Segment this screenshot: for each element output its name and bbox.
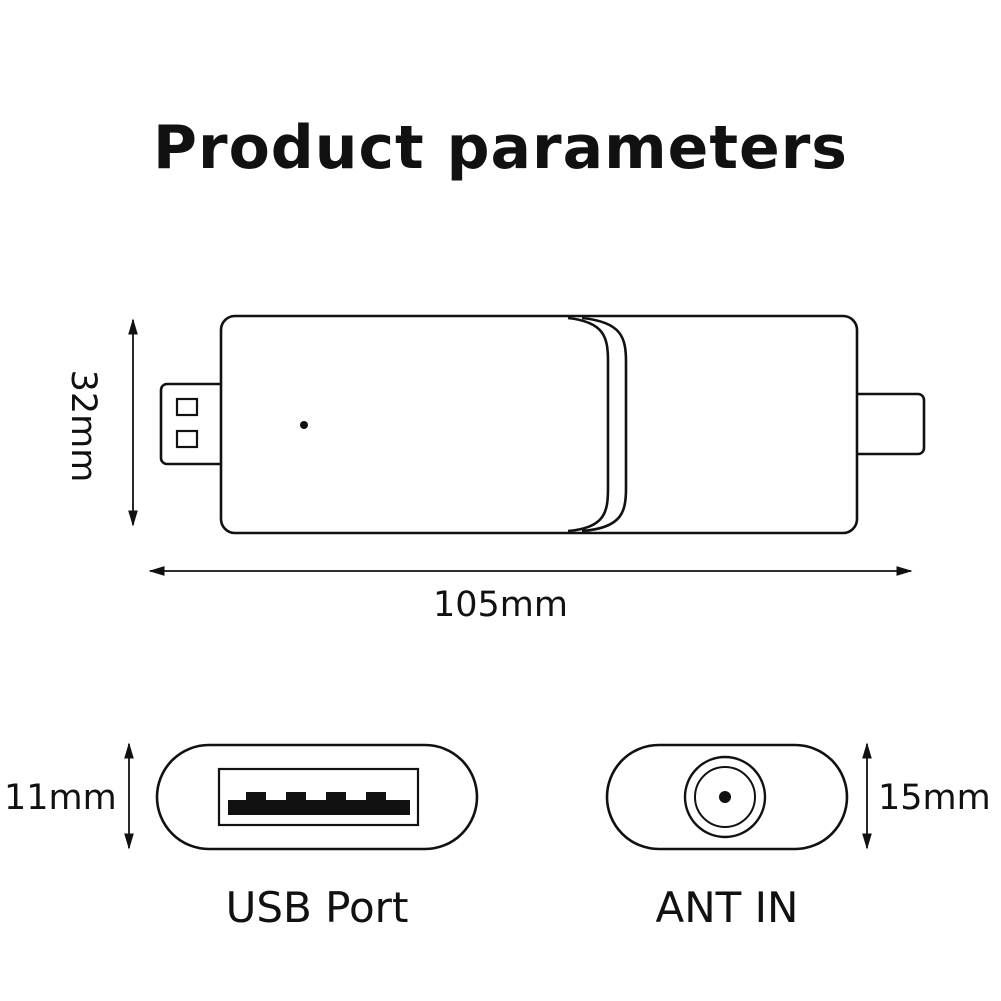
usb-port-outline (155, 743, 479, 851)
coax-inner-ring (694, 766, 756, 828)
ant-in-caption: ANT IN (655, 883, 799, 932)
usb-contact-square (175, 397, 199, 417)
usb-plug (159, 382, 229, 466)
usb-port-caption: USB Port (225, 883, 409, 932)
height-dimension-label: 32mm (63, 369, 103, 483)
usb-contact-square (175, 429, 199, 449)
coax-outer-ring (683, 755, 767, 839)
length-dimension-label: 105mm (433, 585, 568, 625)
ant-height-label: 15mm (878, 778, 991, 818)
coax-center-pin (719, 791, 731, 803)
cap-seam-inner (581, 316, 628, 533)
usb-port-opening (217, 767, 420, 827)
usb-height-label: 11mm (4, 778, 117, 818)
led-indicator-dot (300, 421, 308, 429)
usb-port-view (155, 743, 479, 851)
usb-port-contacts (228, 792, 410, 815)
device-top-view (159, 314, 926, 535)
device-body (219, 314, 859, 535)
cap-seam (567, 316, 610, 533)
page-title: Product parameters (153, 113, 848, 183)
ant-in-view (605, 743, 849, 851)
